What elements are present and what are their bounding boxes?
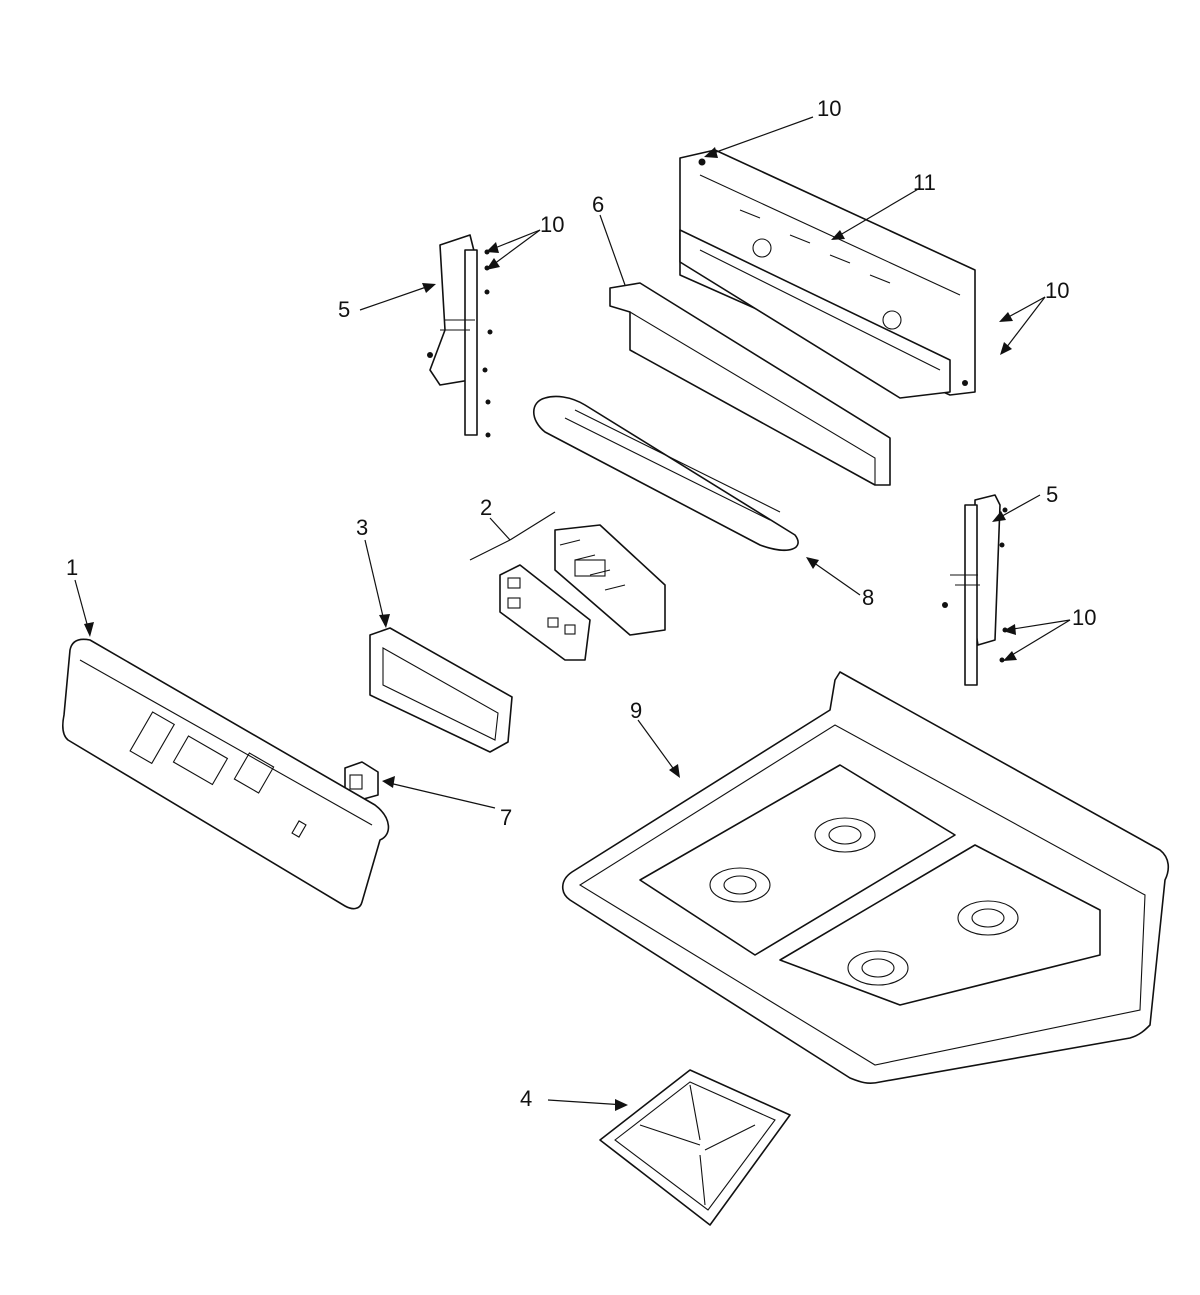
part-2-electronic-control	[499, 524, 666, 661]
callout-5-right: 5	[1046, 482, 1058, 507]
callout-2: 2	[480, 495, 492, 520]
part-4-burner-grate	[599, 1069, 791, 1226]
callout-10-left: 10	[540, 212, 564, 237]
callout-9: 9	[630, 698, 642, 723]
callout-3: 3	[356, 515, 368, 540]
callout-1: 1	[66, 555, 78, 580]
part-5-left-side-bracket	[427, 234, 493, 438]
part-1-control-panel	[62, 638, 390, 910]
leader-lines	[74, 116, 1071, 1111]
callout-4: 4	[520, 1086, 532, 1111]
callout-10-right-low: 10	[1072, 605, 1096, 630]
callout-11: 11	[913, 170, 936, 195]
callout-6: 6	[592, 192, 604, 217]
callout-7: 7	[500, 805, 512, 830]
part-9-cooktop	[561, 671, 1170, 1085]
callout-5-left: 5	[338, 297, 350, 322]
callout-8: 8	[862, 585, 874, 610]
callout-10-right-top: 10	[1045, 278, 1069, 303]
part-3-display-window	[369, 627, 513, 753]
callout-labels: 1 2 3 4 5 5 6 7 8 9 10 10 10 10 11	[66, 96, 1096, 1111]
part-5-right-side-bracket	[942, 494, 1008, 686]
callout-10-top: 10	[817, 96, 841, 121]
part-8-control-trim	[532, 395, 799, 551]
part-6-trim-strip	[609, 282, 891, 486]
